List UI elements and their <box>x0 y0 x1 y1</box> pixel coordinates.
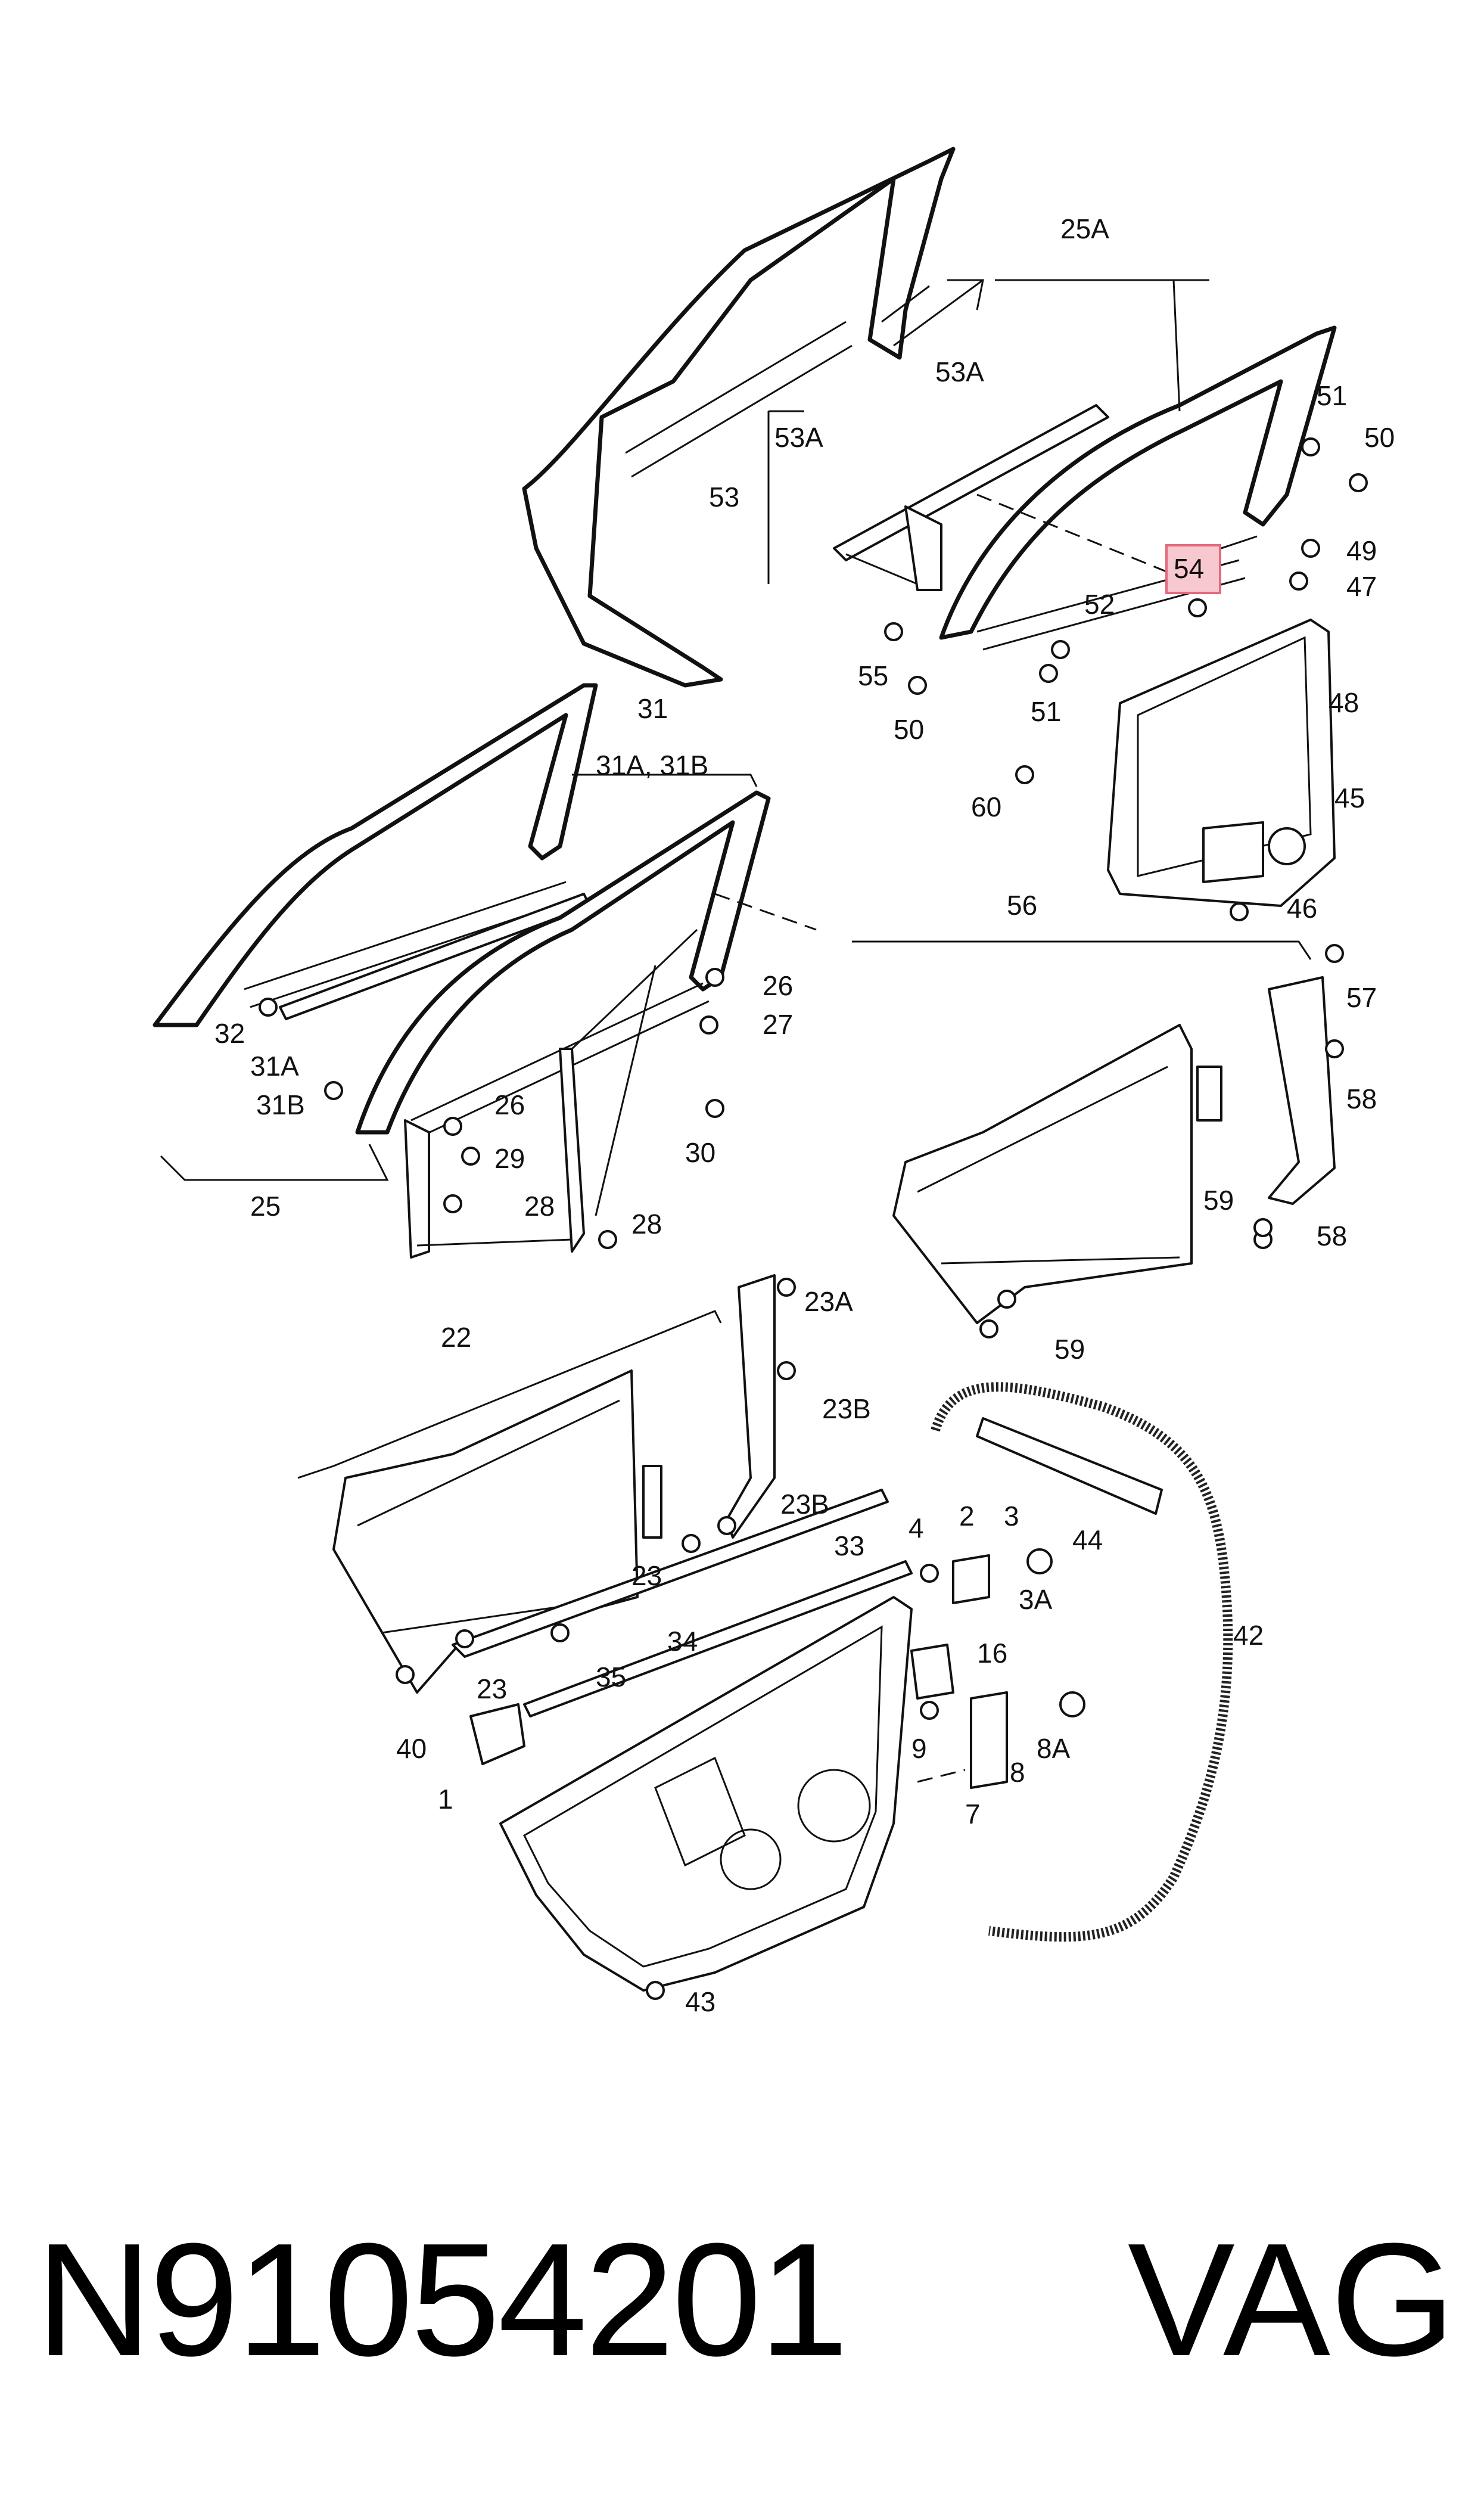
fasteners <box>259 437 1368 2000</box>
label-59-bottom: 59 <box>1054 1334 1085 1365</box>
label-42: 42 <box>1233 1620 1264 1651</box>
label-23-right: 23 <box>631 1560 662 1591</box>
label-44: 44 <box>1072 1524 1103 1555</box>
footer-caption: N91054201 VAG <box>0 2211 1484 2390</box>
regulator-rail-25 <box>404 928 698 1259</box>
window-regulator-45 <box>1107 619 1336 907</box>
label-23B-bottom: 23B <box>780 1489 829 1520</box>
label-50-top: 50 <box>1364 422 1395 453</box>
label-45: 45 <box>1334 782 1365 813</box>
label-58-bottom: 58 <box>1317 1220 1347 1251</box>
label-55: 55 <box>858 660 888 691</box>
label-23A: 23A <box>804 1286 853 1317</box>
label-3: 3 <box>1004 1501 1019 1532</box>
label-23B-top: 23B <box>822 1393 871 1424</box>
label-25A: 25A <box>1060 213 1109 244</box>
window-channel-strip-53 <box>833 404 1109 591</box>
label-53A-top: 53A <box>935 356 984 387</box>
label-16: 16 <box>977 1638 1007 1669</box>
label-31: 31 <box>637 693 668 724</box>
label-25: 25 <box>250 1191 281 1222</box>
label-53: 53 <box>709 482 739 513</box>
door-hinges <box>910 1548 1085 1789</box>
label-60: 60 <box>971 791 1001 822</box>
leader-lines <box>160 279 1312 1783</box>
highlight-box-54 <box>1165 544 1221 594</box>
front-window-frame-upper <box>522 147 956 688</box>
label-8A: 8A <box>1037 1733 1071 1764</box>
label-2: 2 <box>959 1501 975 1532</box>
label-43: 43 <box>685 1986 715 2017</box>
label-4: 4 <box>909 1512 924 1543</box>
door-seal-42 <box>931 1382 1233 1942</box>
label-46: 46 <box>1287 893 1317 924</box>
label-52: 52 <box>1084 589 1115 620</box>
label-58-top: 58 <box>1346 1083 1377 1114</box>
label-47: 47 <box>1346 571 1377 602</box>
label-22: 22 <box>441 1322 471 1353</box>
label-8: 8 <box>1010 1757 1025 1788</box>
label-56: 56 <box>1007 890 1037 921</box>
label-34: 34 <box>667 1626 698 1657</box>
label-7: 7 <box>965 1799 981 1830</box>
label-30: 30 <box>685 1137 715 1168</box>
label-9: 9 <box>911 1733 927 1764</box>
label-1: 1 <box>438 1784 453 1815</box>
brand-name: VAG <box>1127 2210 1455 2390</box>
label-28-right: 28 <box>631 1209 662 1240</box>
label-3A: 3A <box>1019 1584 1053 1615</box>
label-31A: 31A <box>250 1051 299 1082</box>
front-window-glass-right <box>939 325 1337 651</box>
label-32: 32 <box>214 1018 245 1049</box>
label-48: 48 <box>1329 687 1359 718</box>
label-26-bottom: 26 <box>494 1089 525 1120</box>
label-50-bottom: 50 <box>894 714 924 745</box>
label-57: 57 <box>1346 982 1377 1013</box>
part-number: N91054201 <box>36 2210 848 2390</box>
rear-window-frame-31 <box>153 683 598 1027</box>
label-51-bottom: 51 <box>1031 696 1061 727</box>
label-26-top: 26 <box>763 970 793 1001</box>
door-trim-panel-56 <box>892 976 1336 1324</box>
seal-strips <box>452 1489 913 1717</box>
label-40: 40 <box>396 1733 427 1764</box>
label-33: 33 <box>834 1530 864 1561</box>
part-labels: 25A 53A 53A 53 51 50 49 47 54 52 55 51 5… <box>214 213 1395 2017</box>
label-28-left: 28 <box>524 1191 555 1222</box>
door-shell-1 <box>469 1596 913 1992</box>
label-59-right: 59 <box>1203 1185 1234 1216</box>
label-23-left: 23 <box>477 1673 507 1704</box>
label-35: 35 <box>596 1661 626 1692</box>
label-27: 27 <box>763 1009 793 1040</box>
label-51-top: 51 <box>1317 380 1347 411</box>
label-49: 49 <box>1346 535 1377 566</box>
label-53A: 53A <box>774 422 823 453</box>
label-31A-31B: 31A, 31B <box>596 750 708 781</box>
label-29: 29 <box>494 1143 525 1174</box>
label-31B: 31B <box>256 1089 305 1120</box>
label-54: 54 <box>1174 553 1204 584</box>
